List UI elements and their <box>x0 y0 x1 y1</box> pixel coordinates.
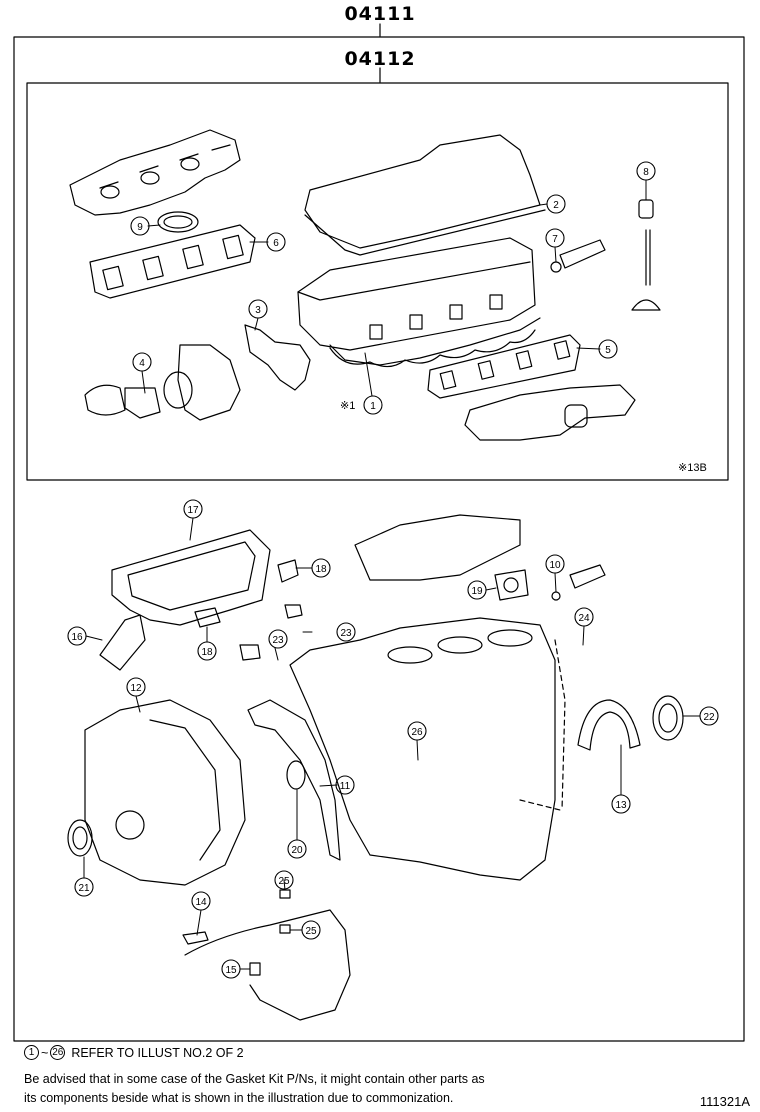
callout-11: 11 <box>340 781 351 792</box>
callout-21: 21 <box>78 883 90 894</box>
cylinder-head-part <box>297 237 541 366</box>
head-gasket-part <box>329 329 536 368</box>
callout-4: 4 <box>139 358 145 369</box>
bolt-part <box>284 604 303 619</box>
oil-seal-part <box>652 695 684 741</box>
refer-text: REFER TO ILLUST NO.2 OF 2 <box>71 1045 244 1060</box>
callout-18: 18 <box>315 564 327 575</box>
callout-14: 14 <box>195 897 207 908</box>
callout-2: 2 <box>553 200 559 211</box>
callout-17: 17 <box>187 505 199 516</box>
exhaust-manifold-part <box>464 384 636 441</box>
refer-tilde: ~ <box>41 1045 49 1060</box>
advisory-line-2: its components beside what is shown in t… <box>24 1091 454 1105</box>
bracket-gasket-part <box>244 324 311 391</box>
refer-to-number: 26 <box>50 1045 66 1060</box>
marker-1: ※1 <box>340 400 355 412</box>
intake-manifold-part <box>69 129 241 216</box>
callout-12: 12 <box>130 683 142 694</box>
lower-exhaust-manifold <box>354 514 521 581</box>
callout-26: 26 <box>411 727 423 738</box>
small-gasket-part <box>277 559 299 583</box>
callout-9: 9 <box>137 222 143 233</box>
callout-25: 25 <box>278 876 290 887</box>
callout-8: 8 <box>643 167 649 178</box>
oil-seal-retainer-part <box>577 699 641 751</box>
callout-10: 10 <box>549 560 561 571</box>
manifold-gasket-part <box>89 224 256 299</box>
marker-13b: ※13B <box>678 462 707 474</box>
water-inlet-gasket-part <box>99 614 146 671</box>
kit-number-outer: 04111 <box>344 3 415 25</box>
advisory-line-1: Be advised that in some case of the Gask… <box>24 1072 485 1086</box>
refer-from-number: 1 <box>24 1045 39 1060</box>
illustration-id: 111321A <box>699 1094 750 1109</box>
timing-cover-gasket-part <box>111 529 271 626</box>
injector-part <box>550 239 606 273</box>
callout-13: 13 <box>615 800 627 811</box>
callout-22: 22 <box>703 712 715 723</box>
oil-pickup-part <box>182 909 351 1021</box>
valve-part <box>631 199 661 311</box>
rear-plate-gasket-part <box>247 699 341 861</box>
thermostat-housing-part <box>84 344 241 421</box>
callout-5: 5 <box>605 345 611 356</box>
valve-cover-part <box>304 134 546 256</box>
callout-25b: 25 <box>305 926 317 937</box>
callout-24: 24 <box>578 613 590 624</box>
front-oil-seal-part <box>67 819 93 857</box>
callout-18b: 18 <box>201 647 213 658</box>
gasket-ring-part <box>157 211 199 233</box>
timing-plate-part <box>84 699 246 886</box>
kit-bracket-04112 <box>26 67 729 481</box>
callout-20: 20 <box>291 845 303 856</box>
kit-number-inner: 04112 <box>344 48 415 70</box>
callout-19: 19 <box>471 586 483 597</box>
refer-note: 1 ~ 26 REFER TO ILLUST NO.2 OF 2 <box>24 1045 244 1060</box>
callout-3: 3 <box>255 305 261 316</box>
callout-16: 16 <box>71 632 83 643</box>
callout-6: 6 <box>273 238 279 249</box>
callout-1: 1 <box>370 401 376 412</box>
kit-bracket-04111 <box>13 23 745 1042</box>
callout-23b: 23 <box>272 635 284 646</box>
callout-23: 23 <box>340 628 352 639</box>
callout-7: 7 <box>552 234 558 245</box>
exhaust-gasket-part <box>427 334 581 399</box>
engine-block-part <box>289 617 566 881</box>
callout-15: 15 <box>225 965 237 976</box>
turbo-gasket-part <box>494 569 529 601</box>
